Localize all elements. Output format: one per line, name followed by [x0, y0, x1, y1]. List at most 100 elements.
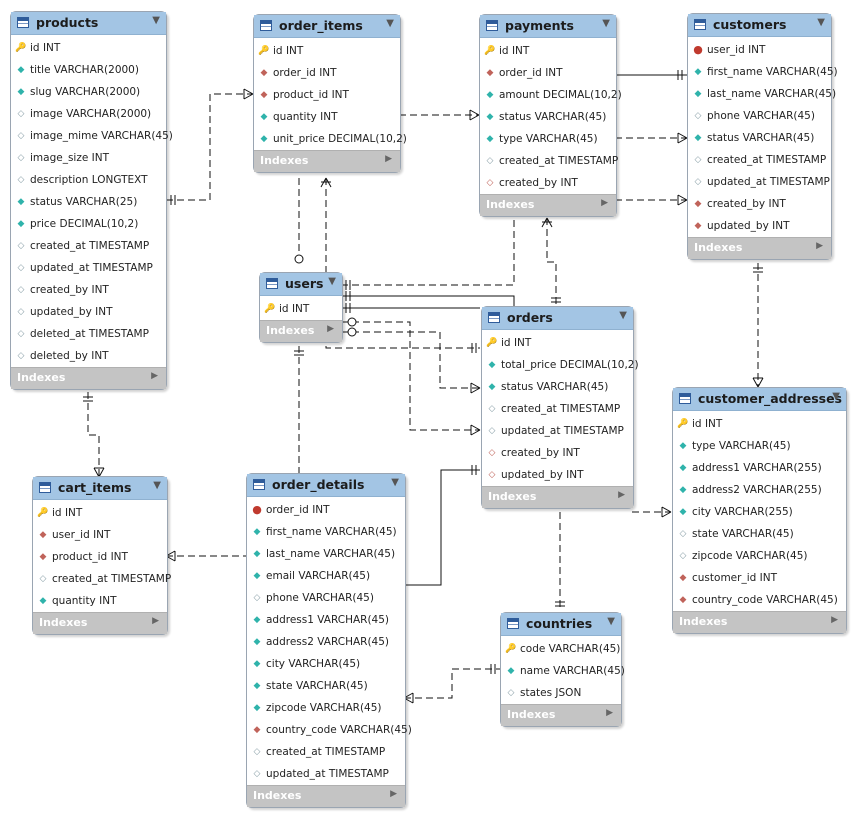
- table-header[interactable]: customers▼: [688, 14, 831, 37]
- table-header[interactable]: order_details▼: [247, 474, 405, 497]
- column-row[interactable]: ◇updated_by INT: [11, 301, 166, 323]
- table-order-items[interactable]: order_items▼🔑id INT◆order_id INT◆product…: [253, 14, 407, 173]
- chevron-down-icon[interactable]: ▼: [153, 480, 161, 491]
- column-row[interactable]: ◇created_by INT: [480, 172, 616, 194]
- chevron-down-icon[interactable]: ▼: [602, 18, 610, 29]
- column-row[interactable]: ◆created_by INT: [688, 193, 831, 215]
- column-row[interactable]: ◆country_code VARCHAR(45): [673, 589, 846, 611]
- column-row[interactable]: ◆status VARCHAR(45): [480, 106, 616, 128]
- column-row[interactable]: ◇created_at TIMESTAMP: [247, 741, 405, 763]
- column-row[interactable]: ◆product_id INT: [254, 84, 400, 106]
- chevron-down-icon[interactable]: ▼: [607, 616, 615, 627]
- table-payments[interactable]: payments▼🔑id INT◆order_id INT◆amount DEC…: [479, 14, 622, 217]
- chevron-down-icon[interactable]: ▼: [817, 17, 825, 28]
- column-row[interactable]: ◇created_at TIMESTAMP: [11, 235, 166, 257]
- column-row[interactable]: 🔑id INT: [254, 40, 400, 62]
- column-row[interactable]: ◇created_at TIMESTAMP: [33, 568, 172, 590]
- indexes-footer[interactable]: Indexes▶: [247, 785, 405, 807]
- column-row[interactable]: ◇image VARCHAR(2000): [11, 103, 166, 125]
- chevron-down-icon[interactable]: ▼: [619, 310, 627, 321]
- column-row[interactable]: ◆last_name VARCHAR(45): [247, 543, 405, 565]
- column-row[interactable]: ◆city VARCHAR(45): [247, 653, 405, 675]
- column-row[interactable]: ◇updated_by INT: [482, 464, 633, 486]
- indexes-footer[interactable]: Indexes▶: [480, 194, 616, 216]
- table-order-details[interactable]: order_details▼●order_id INT◆first_name V…: [246, 473, 412, 808]
- indexes-footer[interactable]: Indexes▶: [254, 150, 400, 172]
- column-row[interactable]: ◇image_size INT: [11, 147, 166, 169]
- indexes-footer[interactable]: Indexes▶: [501, 704, 621, 726]
- column-row[interactable]: ◆quantity INT: [33, 590, 167, 612]
- indexes-footer[interactable]: Indexes▶: [33, 612, 167, 634]
- column-row[interactable]: ◆state VARCHAR(45): [247, 675, 405, 697]
- table-header[interactable]: customer_addresses▼: [673, 388, 846, 411]
- column-row[interactable]: ◇phone VARCHAR(45): [688, 105, 831, 127]
- column-row[interactable]: ◆slug VARCHAR(2000): [11, 81, 166, 103]
- column-row[interactable]: ◆unit_price DECIMAL(10,2): [254, 128, 407, 150]
- column-row[interactable]: ◇states JSON: [501, 682, 621, 704]
- indexes-footer[interactable]: Indexes▶: [260, 320, 342, 342]
- column-row[interactable]: ◆status VARCHAR(45): [688, 127, 831, 149]
- column-row[interactable]: ◇created_at TIMESTAMP: [688, 149, 831, 171]
- column-row[interactable]: ◆status VARCHAR(25): [11, 191, 166, 213]
- column-row[interactable]: ◆total_price DECIMAL(10,2): [482, 354, 639, 376]
- column-row[interactable]: ◇created_at TIMESTAMP: [482, 398, 633, 420]
- column-row[interactable]: ◇updated_at TIMESTAMP: [688, 171, 831, 193]
- column-row[interactable]: ◇updated_at TIMESTAMP: [11, 257, 166, 279]
- table-header[interactable]: order_items▼: [254, 15, 400, 38]
- chevron-down-icon[interactable]: ▼: [152, 15, 160, 26]
- column-row[interactable]: ◆address2 VARCHAR(45): [247, 631, 405, 653]
- column-row[interactable]: ◆order_id INT: [254, 62, 400, 84]
- column-row[interactable]: 🔑code VARCHAR(45): [501, 638, 621, 660]
- column-row[interactable]: ◇created_by INT: [11, 279, 166, 301]
- column-row[interactable]: ◆country_code VARCHAR(45): [247, 719, 412, 741]
- table-header[interactable]: payments▼: [480, 15, 616, 38]
- column-row[interactable]: ◆updated_by INT: [688, 215, 831, 237]
- column-row[interactable]: ◆user_id INT: [33, 524, 167, 546]
- column-row[interactable]: ◆type VARCHAR(45): [673, 435, 846, 457]
- chevron-down-icon[interactable]: ▼: [832, 391, 840, 402]
- column-row[interactable]: ◇state VARCHAR(45): [673, 523, 846, 545]
- expand-arrow-icon[interactable]: ▶: [831, 615, 838, 625]
- table-customer-addresses[interactable]: customer_addresses▼🔑id INT◆type VARCHAR(…: [672, 387, 847, 634]
- column-row[interactable]: ◆product_id INT: [33, 546, 167, 568]
- indexes-footer[interactable]: Indexes▶: [11, 367, 166, 389]
- column-row[interactable]: ◇updated_at TIMESTAMP: [482, 420, 633, 442]
- column-row[interactable]: ◆price DECIMAL(10,2): [11, 213, 166, 235]
- column-row[interactable]: ◆customer_id INT: [673, 567, 846, 589]
- column-row[interactable]: ◇description LONGTEXT: [11, 169, 166, 191]
- table-cart-items[interactable]: cart_items▼🔑id INT◆user_id INT◆product_i…: [32, 476, 172, 635]
- column-row[interactable]: ◆zipcode VARCHAR(45): [247, 697, 405, 719]
- chevron-down-icon[interactable]: ▼: [328, 276, 336, 287]
- expand-arrow-icon[interactable]: ▶: [152, 616, 159, 626]
- column-row[interactable]: 🔑id INT: [673, 413, 846, 435]
- column-row[interactable]: ◆status VARCHAR(45): [482, 376, 633, 398]
- column-row[interactable]: ◇deleted_by INT: [11, 345, 166, 367]
- table-customers[interactable]: customers▼●user_id INT◆first_name VARCHA…: [687, 13, 838, 260]
- indexes-footer[interactable]: Indexes▶: [688, 237, 831, 259]
- column-row[interactable]: ◆title VARCHAR(2000): [11, 59, 166, 81]
- column-row[interactable]: 🔑id INT: [11, 37, 166, 59]
- column-row[interactable]: ◆email VARCHAR(45): [247, 565, 405, 587]
- column-row[interactable]: ◆city VARCHAR(255): [673, 501, 846, 523]
- table-products[interactable]: products▼🔑id INT◆title VARCHAR(2000)◆slu…: [10, 11, 173, 390]
- column-row[interactable]: ◆address2 VARCHAR(255): [673, 479, 846, 501]
- expand-arrow-icon[interactable]: ▶: [816, 241, 823, 251]
- column-row[interactable]: ◇created_at TIMESTAMP: [480, 150, 619, 172]
- column-row[interactable]: ●user_id INT: [688, 39, 831, 61]
- chevron-down-icon[interactable]: ▼: [391, 477, 399, 488]
- column-row[interactable]: ◇deleted_at TIMESTAMP: [11, 323, 166, 345]
- column-row[interactable]: ◇image_mime VARCHAR(45): [11, 125, 173, 147]
- table-header[interactable]: cart_items▼: [33, 477, 167, 500]
- column-row[interactable]: 🔑id INT: [33, 502, 167, 524]
- column-row[interactable]: ●order_id INT: [247, 499, 405, 521]
- chevron-down-icon[interactable]: ▼: [386, 18, 394, 29]
- column-row[interactable]: ◆last_name VARCHAR(45): [688, 83, 837, 105]
- table-header[interactable]: users▼: [260, 273, 342, 296]
- column-row[interactable]: ◆first_name VARCHAR(45): [247, 521, 405, 543]
- column-row[interactable]: ◆quantity INT: [254, 106, 400, 128]
- column-row[interactable]: ◇created_by INT: [482, 442, 633, 464]
- table-header[interactable]: orders▼: [482, 307, 633, 330]
- table-countries[interactable]: countries▼🔑code VARCHAR(45)◆name VARCHAR…: [500, 612, 625, 727]
- table-header[interactable]: countries▼: [501, 613, 621, 636]
